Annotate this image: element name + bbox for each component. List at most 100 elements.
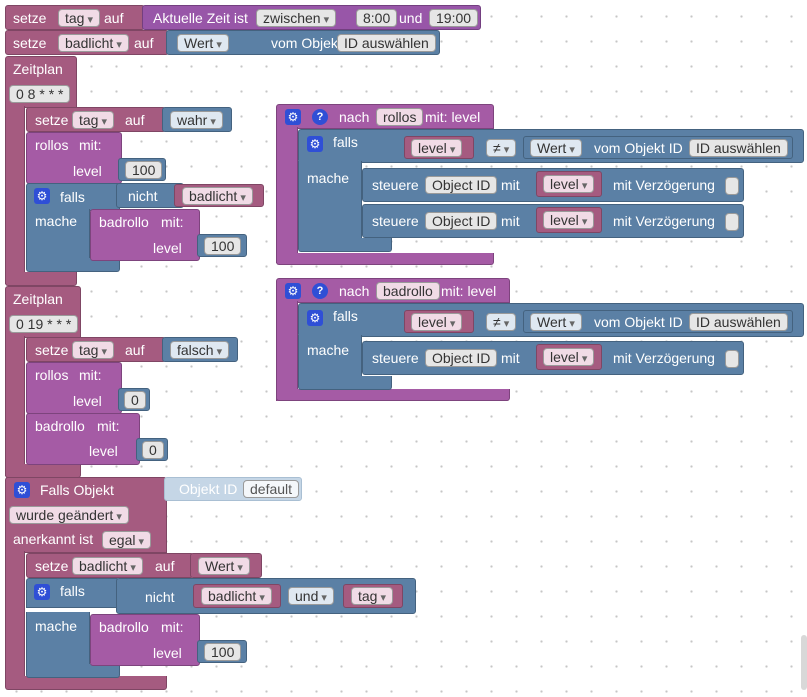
set-tag-falsch-block[interactable]: setze tag auf — [26, 337, 166, 362]
object-id-selector[interactable]: ID auswählen — [689, 313, 788, 331]
var-get-block[interactable]: badlicht — [174, 184, 264, 207]
value-dropdown[interactable]: Wert — [198, 557, 250, 575]
param-dropdown-level[interactable]: level — [543, 211, 595, 229]
object-id-field[interactable]: Object ID — [425, 349, 498, 367]
gear-icon[interactable]: ⚙ — [14, 482, 30, 498]
var-get-block[interactable]: badlicht — [193, 584, 281, 608]
number-block[interactable]: 0 — [136, 438, 168, 461]
on-object-change-block[interactable]: ⚙ Falls Objekt wurde geändert anerkannt … — [5, 477, 167, 553]
cron-field[interactable]: 0 19 * * * — [9, 315, 79, 333]
schedule-block-1[interactable]: Zeitplan 0 8 * * * — [5, 56, 77, 108]
delay-checkbox[interactable] — [725, 350, 739, 368]
time-mode-dropdown[interactable]: zwischen — [256, 9, 337, 27]
param-dropdown-level[interactable]: level — [411, 139, 463, 157]
function-rollos-foot — [276, 253, 494, 265]
gear-icon[interactable]: ⚙ — [307, 136, 323, 152]
value-dropdown[interactable]: Wert — [530, 313, 582, 331]
var-dropdown-badlicht[interactable]: badlicht — [182, 187, 253, 205]
param-dropdown-level[interactable]: level — [411, 313, 463, 331]
ack-dropdown[interactable]: egal — [102, 531, 152, 549]
param-get-block[interactable]: level — [404, 310, 474, 333]
change-mode-dropdown[interactable]: wurde geändert — [9, 506, 129, 524]
set-badlicht-block[interactable]: setze badlicht auf — [26, 553, 194, 578]
set-badlicht-block[interactable]: setze badlicht auf — [5, 30, 169, 55]
number-block[interactable]: 100 — [118, 158, 166, 181]
param-get-block[interactable]: level — [536, 171, 602, 197]
delay-checkbox[interactable] — [725, 177, 739, 195]
var-dropdown-tag[interactable]: tag — [351, 587, 394, 605]
number-block[interactable]: 100 — [197, 640, 247, 663]
call-badrollo-block[interactable]: badrollo mit: level — [90, 614, 200, 666]
var-get-block-2[interactable]: tag — [343, 584, 403, 608]
help-icon[interactable]: ? — [312, 283, 328, 299]
var-dropdown-tag[interactable]: tag — [58, 9, 101, 27]
bool-dropdown[interactable]: wahr — [170, 111, 223, 129]
number-field[interactable]: 0 — [124, 391, 146, 409]
param-dropdown-level[interactable]: level — [543, 175, 595, 193]
function-name-field[interactable]: badrollo — [376, 282, 440, 300]
param-dropdown-level[interactable]: level — [543, 348, 595, 366]
if-rollos-foot — [298, 238, 392, 252]
object-id-socket[interactable]: Objekt ID default — [164, 477, 302, 501]
call-rollos-block[interactable]: rollos mit: level — [26, 132, 122, 184]
bool-dropdown[interactable]: falsch — [170, 341, 230, 359]
bool-value-block[interactable]: wahr — [162, 107, 232, 132]
var-dropdown-badlicht[interactable]: badlicht — [58, 34, 129, 52]
number-block[interactable]: 0 — [118, 388, 150, 411]
object-id-value[interactable]: default — [243, 480, 300, 498]
set-tag-wahr-block[interactable]: setze tag auf — [26, 107, 166, 132]
var-dropdown-badlicht[interactable]: badlicht — [72, 557, 143, 575]
object-id-field[interactable]: Object ID — [425, 176, 498, 194]
time-prefix-label: Aktuelle Zeit ist — [153, 10, 248, 26]
get-value-block[interactable]: Wert vom Objekt ID ID auswählen — [523, 136, 793, 159]
param-get-block[interactable]: level — [404, 136, 474, 159]
time-from-field[interactable]: 8:00 — [356, 9, 398, 27]
get-value-block[interactable]: Wert vom Objekt ID ID auswählen — [523, 310, 793, 333]
var-dropdown-badlicht[interactable]: badlicht — [201, 587, 272, 605]
gear-icon[interactable]: ⚙ — [307, 310, 323, 326]
schedule-block-2[interactable]: Zeitplan 0 19 * * * — [5, 286, 81, 338]
number-field[interactable]: 0 — [142, 441, 164, 459]
number-field[interactable]: 100 — [125, 161, 163, 179]
param-get-block[interactable]: level — [536, 344, 602, 370]
compare-op-dropdown[interactable]: ≠ — [486, 139, 517, 157]
number-block[interactable]: 100 — [197, 234, 247, 257]
object-id-selector[interactable]: ID auswählen — [337, 34, 436, 52]
call-badrollo-block[interactable]: badrollo mit: level — [90, 209, 200, 261]
value-dropdown[interactable]: Wert — [530, 139, 582, 157]
number-field[interactable]: 100 — [204, 643, 242, 661]
function-name-field[interactable]: rollos — [376, 108, 424, 126]
time-to-field[interactable]: 19:00 — [429, 9, 479, 27]
function-badrollo-block[interactable]: ⚙ ? nach badrollo mit: level — [276, 278, 510, 303]
var-dropdown-tag[interactable]: tag — [72, 341, 115, 359]
gear-icon[interactable]: ⚙ — [34, 188, 50, 204]
compare-op-dropdown[interactable]: ≠ — [486, 313, 517, 331]
falls-label: falls — [60, 583, 85, 599]
param-get-block[interactable]: level — [536, 207, 602, 233]
value-dropdown[interactable]: Wert — [177, 34, 229, 52]
get-value-block[interactable]: Wert vom Objekt ID ID auswählen — [166, 30, 440, 55]
call-badrollo-block[interactable]: badrollo mit: level — [26, 413, 140, 465]
from-object-label: vom Objekt ID — [594, 140, 683, 156]
logic-op-dropdown[interactable]: und — [288, 587, 334, 605]
bool-value-block[interactable]: falsch — [162, 337, 238, 362]
gear-icon[interactable]: ⚙ — [285, 109, 301, 125]
if-block-2[interactable]: ⚙ falls — [26, 578, 120, 608]
if-block-1[interactable]: ⚙ falls — [26, 183, 120, 211]
time-compare-block[interactable]: Aktuelle Zeit ist zwischen 8:00 und 19:0… — [142, 5, 481, 30]
gear-icon[interactable]: ⚙ — [285, 283, 301, 299]
trigger-value-block[interactable]: Wert — [190, 553, 262, 578]
call-rollos-block[interactable]: rollos mit: level — [26, 362, 122, 414]
help-icon[interactable]: ? — [312, 109, 328, 125]
mache-label: mache — [35, 213, 78, 229]
object-id-selector[interactable]: ID auswählen — [689, 139, 788, 157]
function-rollos-block[interactable]: ⚙ ? nach rollos mit: level — [276, 104, 494, 129]
delay-checkbox[interactable] — [725, 213, 739, 231]
set-tag-block[interactable]: setze tag auf — [5, 5, 145, 30]
workspace-scrollbar[interactable] — [801, 635, 807, 690]
number-field[interactable]: 100 — [204, 237, 242, 255]
object-id-field[interactable]: Object ID — [425, 212, 498, 230]
cron-field[interactable]: 0 8 * * * — [9, 85, 71, 103]
var-dropdown-tag[interactable]: tag — [72, 111, 115, 129]
gear-icon[interactable]: ⚙ — [34, 584, 50, 600]
